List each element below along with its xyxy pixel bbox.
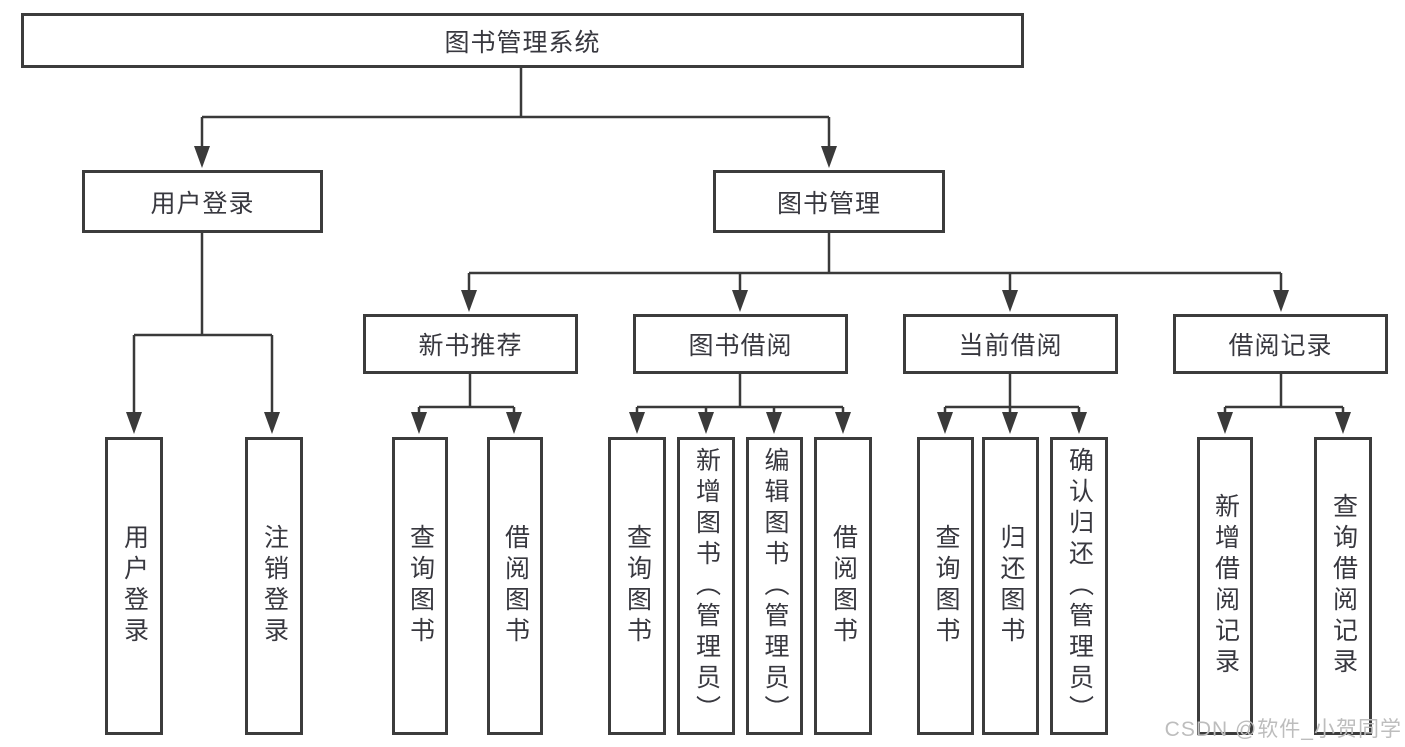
leaf-current-return-book: 归还图书 (982, 437, 1039, 735)
leaf-borrow-add-book: 新增图书（管理员） (677, 437, 735, 735)
connector-segments (132, 68, 1345, 414)
node-user-login: 用户登录 (82, 170, 323, 233)
leaf-borrow-query-book-label: 查询图书 (623, 524, 652, 648)
leaf-borrow-borrow-book: 借阅图书 (814, 437, 872, 735)
node-user-login-label: 用户登录 (150, 189, 255, 218)
leaf-borrow-edit-book: 编辑图书（管理员） (746, 437, 803, 735)
node-book-management-label: 图书管理 (776, 189, 881, 218)
leaf-user-login: 用户登录 (105, 437, 163, 735)
leaf-current-confirm-return: 确认归还（管理员） (1050, 437, 1108, 735)
node-current-borrow-label: 当前借阅 (958, 332, 1063, 360)
leaf-borrow-edit-book-label: 编辑图书（管理员） (761, 446, 789, 726)
leaf-borrow-add-book-label: 新增图书（管理员） (692, 446, 721, 726)
leaf-logout: 注销登录 (245, 437, 303, 735)
leaf-record-add-label: 新增借阅记录 (1211, 493, 1240, 679)
node-new-book-recommend-label: 新书推荐 (418, 332, 523, 360)
leaf-record-query-label: 查询借阅记录 (1329, 493, 1358, 679)
node-book-borrow: 图书借阅 (633, 314, 848, 374)
arrowheads (126, 146, 1351, 434)
node-current-borrow: 当前借阅 (903, 314, 1118, 374)
leaf-current-query-book-label: 查询图书 (932, 524, 960, 648)
leaf-record-query: 查询借阅记录 (1314, 437, 1372, 735)
node-root-label: 图书管理系统 (444, 28, 601, 57)
leaf-current-confirm-return-label: 确认归还（管理员） (1065, 446, 1094, 726)
leaf-user-login-label: 用户登录 (120, 524, 149, 648)
watermark: CSDN @软件_小贺同学 (1164, 718, 1402, 741)
leaf-current-return-book-label: 归还图书 (997, 524, 1025, 648)
leaf-borrow-borrow-book-label: 借阅图书 (829, 524, 858, 648)
leaf-borrow-query-book: 查询图书 (608, 437, 666, 735)
leaf-current-query-book: 查询图书 (917, 437, 974, 735)
node-book-borrow-label: 图书借阅 (688, 332, 793, 360)
node-new-book-recommend: 新书推荐 (363, 314, 578, 374)
node-book-management: 图书管理 (713, 170, 945, 233)
node-root: 图书管理系统 (21, 13, 1024, 68)
leaf-recommend-borrow-book-label: 借阅图书 (501, 524, 530, 648)
leaf-recommend-query-book-label: 查询图书 (406, 524, 435, 648)
node-borrow-record-label: 借阅记录 (1228, 332, 1333, 360)
leaf-recommend-query-book: 查询图书 (392, 437, 448, 735)
leaf-logout-label: 注销登录 (260, 524, 289, 648)
node-borrow-record: 借阅记录 (1173, 314, 1388, 374)
leaf-record-add: 新增借阅记录 (1197, 437, 1253, 735)
leaf-recommend-borrow-book: 借阅图书 (487, 437, 543, 735)
